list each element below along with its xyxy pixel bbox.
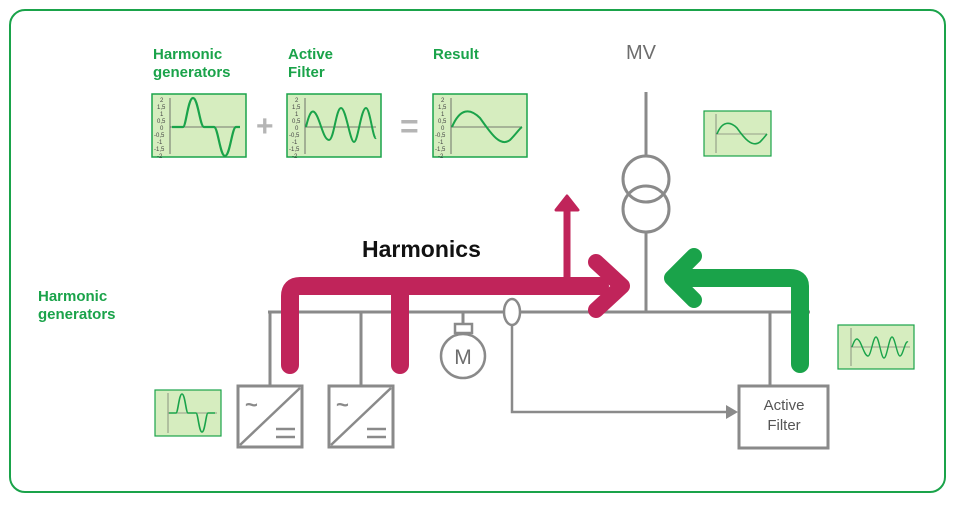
rectifier-ac-symbol: ~	[245, 392, 258, 417]
tick-label: -2	[157, 154, 163, 160]
scope-tick-labels: 2 1,5 1 0,5 0 -0,5 -1 -1,5 -2 2 1,5 1 0,…	[154, 98, 447, 160]
tick-label: 1,5	[292, 105, 301, 111]
sensor-arrowhead	[726, 405, 738, 419]
tick-label: -2	[438, 154, 444, 160]
scope-harmonic-generators	[151, 93, 247, 158]
scope-mv-result	[703, 110, 772, 157]
label-harmonics: Harmonics	[362, 236, 481, 262]
svg-text:+: +	[256, 110, 274, 143]
tick-label: -0,5	[289, 133, 300, 139]
label-active-filter-top: Active Filter	[288, 46, 334, 81]
current-sensor-icon	[502, 297, 522, 327]
tick-label: -0,5	[435, 133, 446, 139]
tick-label: 1	[441, 112, 445, 118]
sensor-signal-line	[510, 325, 728, 414]
tick-label: 2	[441, 98, 445, 104]
tick-label: 1,5	[438, 105, 447, 111]
svg-text:=: =	[400, 108, 419, 144]
tick-label: -0,5	[154, 133, 165, 139]
rectifier-icon	[327, 384, 395, 449]
diagram-frame	[9, 9, 946, 493]
rectifier-ac-symbol: ~	[336, 392, 349, 417]
tick-label: 1,5	[157, 105, 166, 111]
tick-label: 0	[160, 126, 164, 132]
tick-label: -2	[292, 154, 298, 160]
scope-active-filter	[286, 93, 382, 158]
tick-label: 2	[160, 98, 164, 104]
scope-generator-current	[154, 389, 222, 437]
tick-label: -1	[292, 140, 298, 146]
motor-label: M	[454, 346, 472, 369]
scope-result	[432, 93, 528, 158]
tick-label: 0,5	[438, 119, 447, 125]
tick-label: -1	[438, 140, 444, 146]
tick-label: 0	[295, 126, 299, 132]
tick-label: -1	[157, 140, 163, 146]
plus-icon: +	[256, 110, 274, 143]
tick-label: 0,5	[157, 119, 166, 125]
tick-label: -1,5	[154, 147, 165, 153]
harmonics-arrow	[281, 194, 630, 374]
tick-label: 0,5	[292, 119, 301, 125]
label-harmonic-generators-top: Harmonic generators	[153, 46, 231, 81]
tick-label: 0	[441, 126, 445, 132]
label-active-filter-box: Active Filter	[763, 397, 805, 434]
motor-icon	[439, 322, 487, 380]
active-filter-box	[737, 384, 830, 450]
filter-compensation-arrow	[664, 248, 809, 373]
rectifier-icon	[236, 384, 304, 449]
transformer-icon	[621, 154, 671, 234]
tick-label: -1,5	[435, 147, 446, 153]
label-mv: MV	[626, 42, 656, 64]
label-result: Result	[433, 46, 479, 63]
scope-filter-output	[837, 324, 915, 370]
equals-icon: =	[400, 108, 419, 144]
tick-label: 1	[295, 112, 299, 118]
tick-label: 1	[160, 112, 164, 118]
tick-label: 2	[295, 98, 299, 104]
tick-label: -1,5	[289, 147, 300, 153]
label-harmonic-generators-left: Harmonic generators	[38, 288, 116, 323]
